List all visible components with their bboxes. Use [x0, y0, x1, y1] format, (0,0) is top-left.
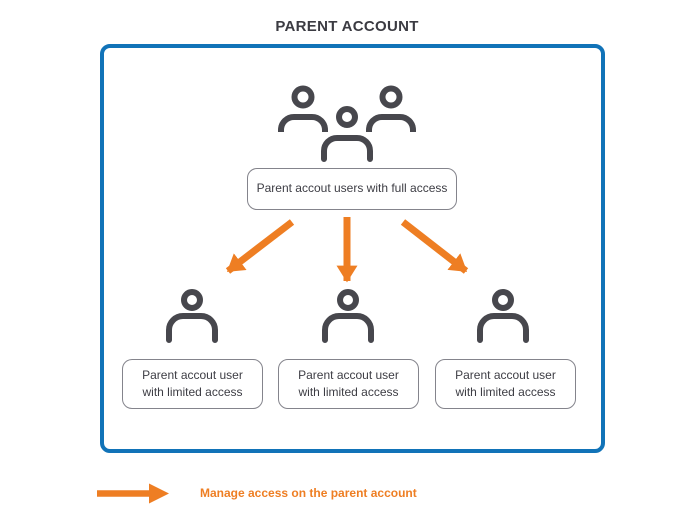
- limited-access-label: Parent accout user with limited access: [142, 367, 243, 399]
- limited-access-box: Parent accout user with limited access: [122, 359, 263, 409]
- diagram-title: PARENT ACCOUNT: [275, 18, 419, 35]
- user-icon: [322, 289, 374, 343]
- users-group-icon: [278, 85, 416, 162]
- legend-arrow-right-icon: [97, 483, 169, 504]
- limited-access-label: Parent accout user with limited access: [455, 367, 556, 399]
- user-icon: [477, 289, 529, 343]
- limited-access-box: Parent accout user with limited access: [435, 359, 576, 409]
- limited-access-box: Parent accout user with limited access: [278, 359, 419, 409]
- arrow-down-right-icon: [400, 219, 469, 274]
- limited-access-label: Parent accout user with limited access: [298, 367, 399, 399]
- access-flow-arrows-icon: [225, 217, 469, 283]
- user-icon: [166, 289, 218, 343]
- full-access-box: Parent accout users with full access: [247, 168, 457, 210]
- full-access-label: Parent accout users with full access: [256, 181, 448, 196]
- arrow-down-left-icon: [225, 219, 295, 274]
- parent-account-frame: [100, 44, 605, 453]
- legend-label: Manage access on the parent account: [200, 486, 417, 500]
